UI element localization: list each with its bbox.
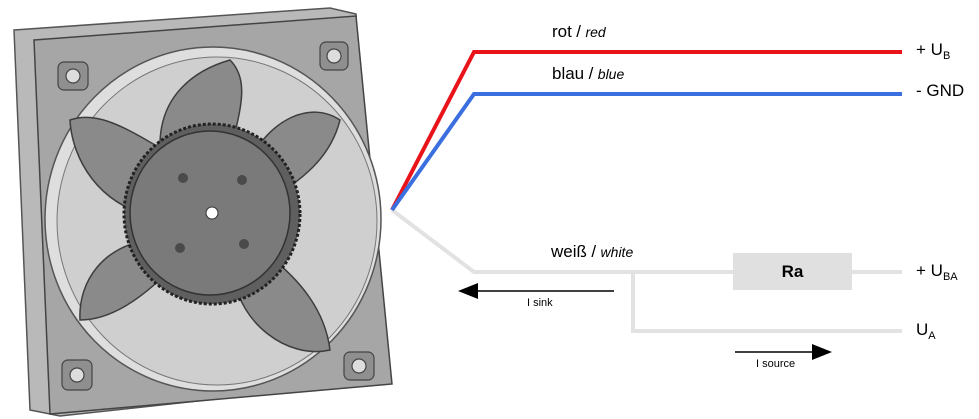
white-wire xyxy=(390,208,733,274)
white-wire-label: weiß / white xyxy=(551,242,634,261)
hub-center xyxy=(205,206,219,220)
red-label-de: rot xyxy=(552,22,572,41)
current-sink-label: I sink xyxy=(527,297,553,309)
red-wire-label: rot / red xyxy=(552,22,606,41)
sink-arrow-head xyxy=(458,283,478,299)
terminal-uba: + UBA xyxy=(916,261,958,283)
blue-wire-label: blau / blue xyxy=(552,64,625,83)
red-wire xyxy=(390,50,902,211)
blue-label-de: blau xyxy=(552,64,585,83)
red-label-en: red xyxy=(585,24,606,40)
mounting-holes xyxy=(57,41,375,391)
current-source-label: I source xyxy=(756,358,796,370)
source-arrow-head xyxy=(812,344,832,360)
terminal-ub: + UB xyxy=(916,40,951,62)
blue-label-en: blue xyxy=(597,66,625,82)
terminal-gnd: - GND xyxy=(916,81,965,100)
wires xyxy=(390,50,902,333)
hub-screws xyxy=(175,173,249,253)
white-wire-branch xyxy=(631,272,902,333)
fan-illustration xyxy=(13,7,393,417)
resistor-ra: Ra xyxy=(733,253,852,290)
terminal-ua: UA xyxy=(916,320,936,342)
white-label-de: weiß xyxy=(551,242,587,261)
current-arrows xyxy=(458,283,832,360)
resistor-label: Ra xyxy=(781,261,804,281)
blue-wire xyxy=(390,92,902,212)
white-label-en: white xyxy=(600,244,634,260)
